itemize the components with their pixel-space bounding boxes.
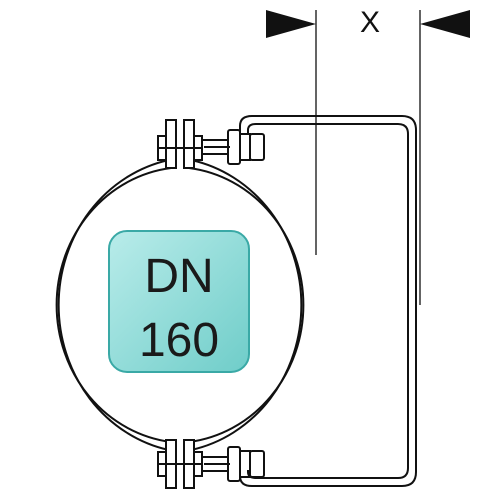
- pipe-ring-inner-right: [188, 167, 305, 443]
- bottom-clamp-lug: [157, 439, 203, 489]
- pipe-ring: [55, 159, 305, 451]
- badge-line-2: 160: [139, 314, 219, 367]
- dimension-label: X: [360, 6, 380, 39]
- badge-background: [108, 230, 250, 373]
- pipe-ring-outer-right: [190, 159, 303, 451]
- pipe-size-badge: DN 160: [108, 230, 250, 373]
- bottom-bolt: [201, 446, 265, 482]
- left-dimension-arrow: [266, 10, 316, 38]
- pipe-ring-outer: [57, 159, 170, 451]
- right-dimension-arrow: [420, 10, 470, 38]
- top-clamp-lug: [157, 119, 203, 169]
- c-bracket-inner: [247, 123, 409, 479]
- top-bolt: [201, 129, 265, 165]
- badge-line-1: DN: [144, 250, 213, 303]
- pipe-ring-inner: [55, 167, 172, 443]
- c-bracket: [239, 115, 417, 487]
- dimension-x: X: [266, 6, 470, 305]
- c-bracket-outer: [239, 115, 417, 487]
